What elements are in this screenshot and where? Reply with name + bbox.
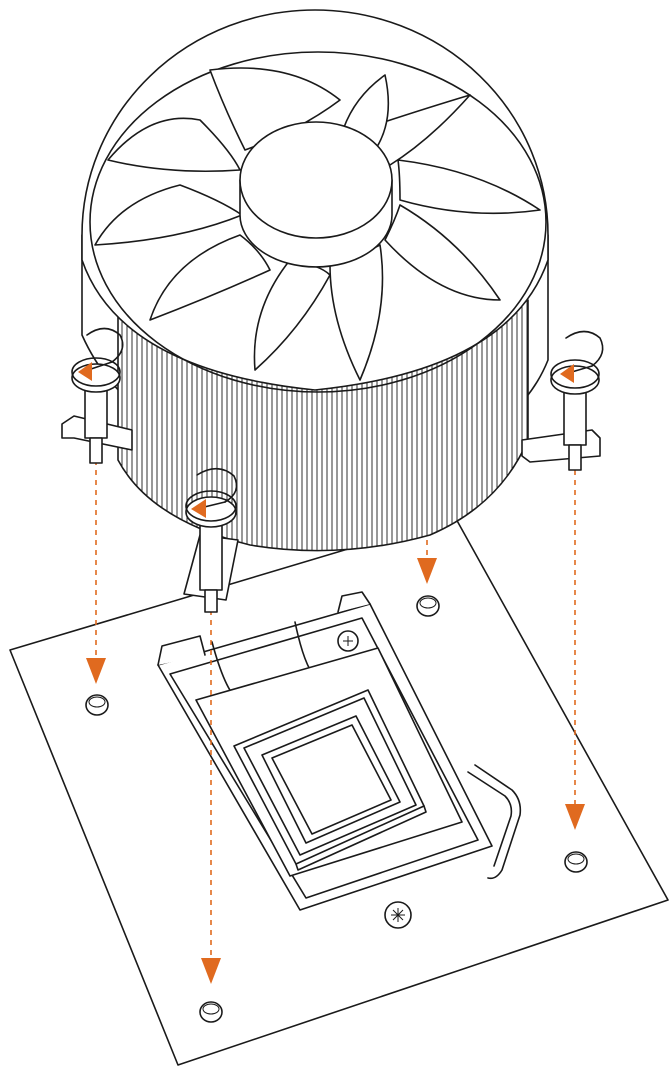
mounting-holes <box>85 595 588 1023</box>
fan-hub <box>239 121 393 268</box>
cooler-bracket-right <box>521 429 601 463</box>
push-pin-left <box>71 357 121 464</box>
mounting-hole-top <box>416 595 440 617</box>
down-arrow-icon <box>417 558 437 584</box>
cooler-fan <box>81 9 549 393</box>
down-arrow-icon <box>201 958 221 984</box>
fan-blades <box>94 67 541 381</box>
rotate-arrow-icon <box>560 330 604 383</box>
down-arrow-icon <box>86 658 106 684</box>
rotate-arrow-icon <box>191 467 238 518</box>
guide-arrows <box>86 450 585 984</box>
socket-screw-top <box>337 630 359 652</box>
mounting-hole-left <box>85 694 109 716</box>
mounting-hole-bottom <box>199 1001 223 1023</box>
down-arrow-icon <box>565 804 585 830</box>
cpu <box>233 689 427 871</box>
socket-screw-bottom <box>384 901 412 929</box>
mounting-hole-right <box>564 851 588 873</box>
rotate-arrow-icon <box>78 327 124 381</box>
